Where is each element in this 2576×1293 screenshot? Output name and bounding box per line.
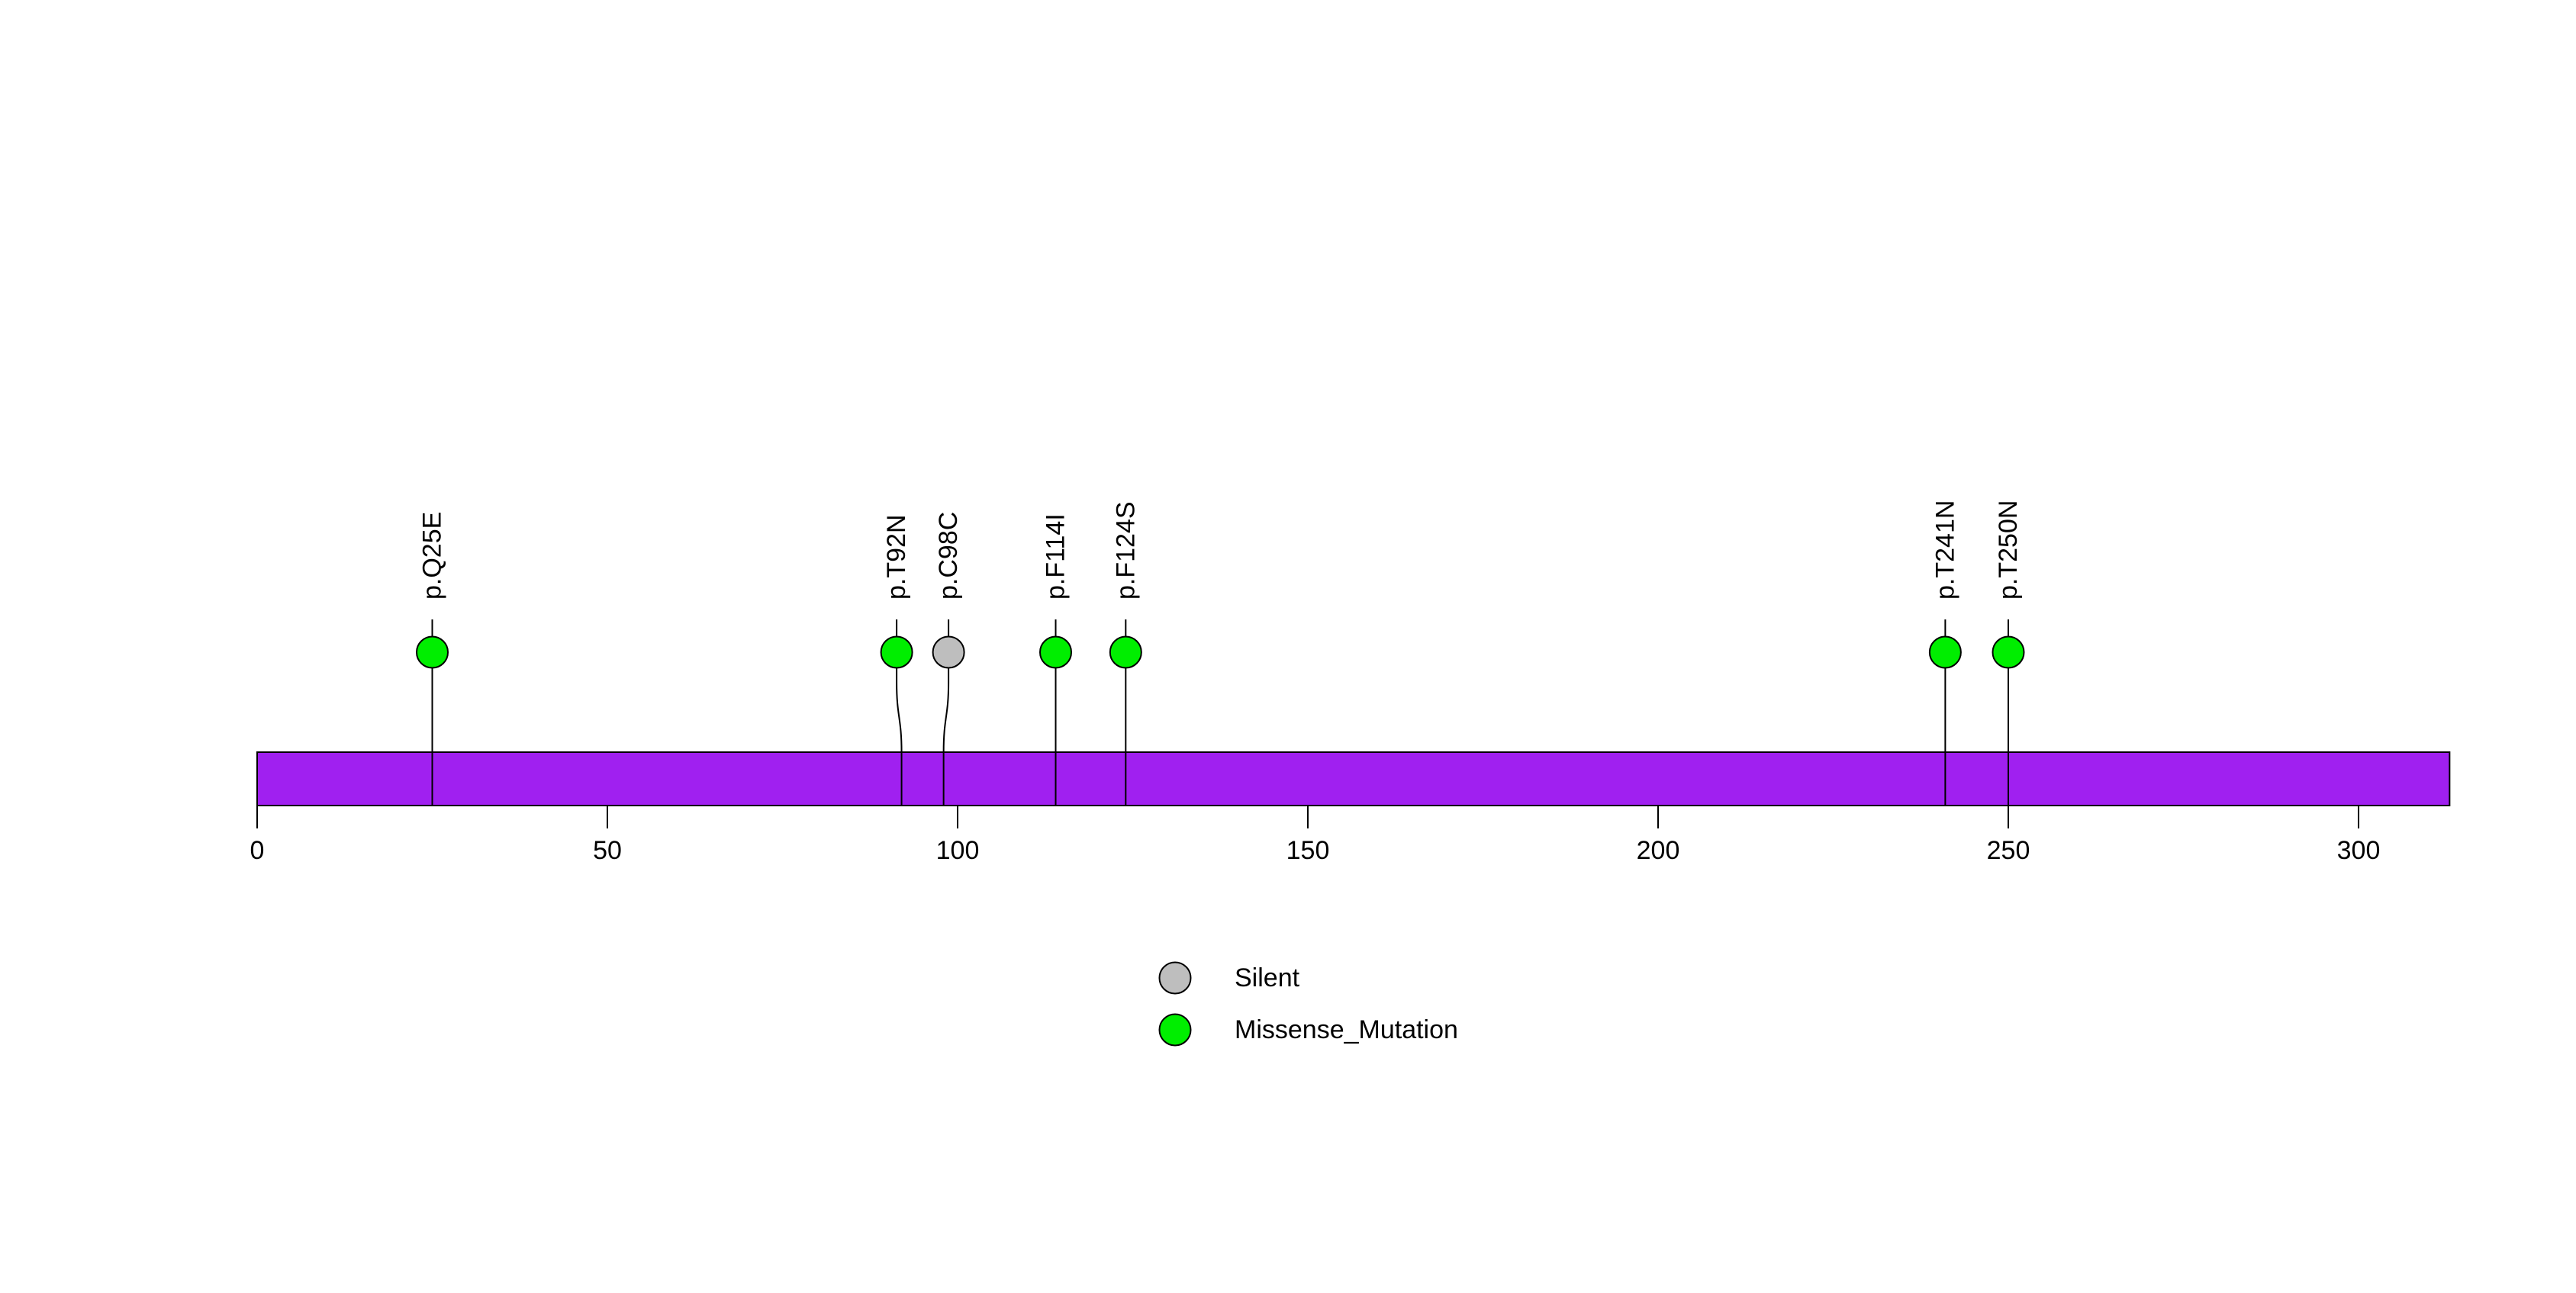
mutation-label-p.T250N: p.T250N bbox=[1994, 500, 2023, 600]
mutation-circles-layer bbox=[416, 635, 2025, 669]
axis-tick-label-0: 0 bbox=[250, 836, 265, 865]
axis-tick-label-300: 300 bbox=[2337, 836, 2381, 865]
mutation-label-p.Q25E: p.Q25E bbox=[418, 512, 447, 600]
axis-tick-label-250: 250 bbox=[1987, 836, 2030, 865]
mutation-labels-layer: p.Q25E p.T92N p.C98C p.F114I p.F124S p.T241N p… bbox=[418, 500, 2024, 600]
mutation-circle-p.F114I bbox=[1039, 635, 1073, 669]
mutation-label-p.C98C: p.C98C bbox=[934, 512, 963, 600]
legend-label-missense: Missense_Mutation bbox=[1235, 1015, 1458, 1044]
axis-layer: 0 50 100 150 200 250 300 bbox=[250, 806, 2381, 865]
mutation-circle-p.C98C bbox=[932, 635, 965, 669]
domain-bar bbox=[256, 751, 2451, 806]
mutation-label-p.F124S: p.F124S bbox=[1111, 501, 1140, 600]
axis-tick-label-50: 50 bbox=[593, 836, 622, 865]
mutation-circle-p.F124S bbox=[1109, 635, 1142, 669]
mutation-circle-p.T92N bbox=[880, 635, 913, 669]
mutation-label-p.T241N: p.T241N bbox=[1930, 500, 1959, 600]
mutation-circle-p.T241N bbox=[1928, 635, 1962, 669]
mutation-circle-p.T250N bbox=[1992, 635, 2025, 669]
mutation-label-p.F114I: p.F114I bbox=[1042, 513, 1071, 600]
lollipop-stem-p.C98C bbox=[942, 619, 950, 806]
lollipop-stem-p.T92N bbox=[896, 619, 903, 806]
legend-swatch-missense bbox=[1158, 1013, 1192, 1047]
axis-tick-label-100: 100 bbox=[936, 836, 980, 865]
axis-tick-label-150: 150 bbox=[1286, 836, 1330, 865]
legend-label-silent: Silent bbox=[1235, 963, 1300, 992]
mutation-circle-p.Q25E bbox=[416, 635, 449, 669]
legend: Silent Missense_Mutation bbox=[1158, 961, 1458, 1047]
axis-tick-label-200: 200 bbox=[1637, 836, 1680, 865]
domain-bar-layer bbox=[256, 751, 2451, 806]
mutation-label-p.T92N: p.T92N bbox=[882, 515, 911, 600]
legend-swatch-silent bbox=[1158, 961, 1192, 995]
